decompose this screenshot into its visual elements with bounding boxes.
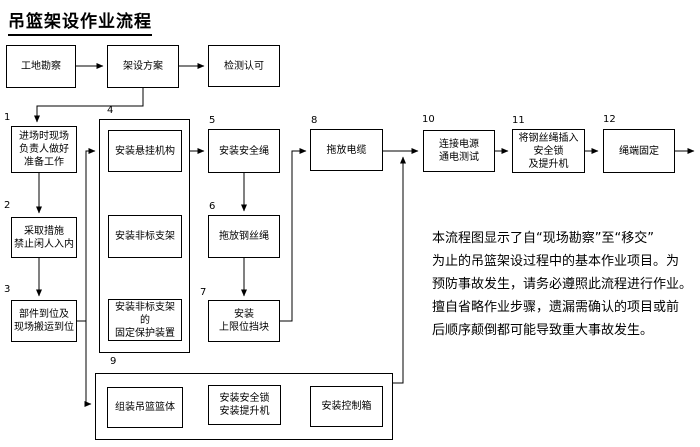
node-install-suspension-mechanism: 安装悬挂机构: [108, 130, 182, 172]
node-label: 安装控制箱: [321, 401, 372, 412]
node-fix-rope-end: 绳端固定: [603, 129, 675, 173]
node-step3-parts-in-place: 部件到位及 现场搬运到位: [11, 300, 77, 342]
node-insert-wire-rope: 将钢丝绳插入 安全锁 及提升机: [512, 129, 585, 173]
node-label: 安装悬挂机构: [115, 145, 175, 157]
note-paragraph: 本流程图显示了自“现场勘察”至“移交” 为止的吊篮架设过程中的基本作业项目。为 …: [432, 231, 693, 338]
step-number-4: 4: [107, 105, 114, 116]
node-install-nonstandard-bracket: 安装非标支架: [108, 215, 182, 258]
node-label: 工地勘察: [21, 61, 61, 72]
node-label: 安装安全绳: [219, 145, 269, 157]
node-step1-site-preparation: 进场时现场 负责人做好 准备工作: [11, 126, 77, 173]
node-label: 检测认可: [224, 60, 264, 72]
node-install-bracket-protection: 安装非标支架 的 固定保护装置: [108, 299, 182, 341]
step-number-2: 2: [4, 200, 11, 211]
node-label: 采取措施 禁止闲人入内: [14, 225, 74, 250]
node-assemble-basket-body: 组装吊篮篮体: [107, 387, 183, 428]
page-title: 吊篮架设作业流程: [8, 7, 152, 36]
node-lay-cable: 拖放电缆: [310, 129, 383, 171]
node-install-upper-limit-block: 安装 上限位挡块: [208, 300, 280, 342]
step-number-9: 9: [110, 356, 117, 367]
node-connect-power-test: 连接电源 通电测试: [423, 130, 495, 172]
step-number-3: 3: [4, 284, 11, 295]
step-number-6: 6: [209, 201, 216, 212]
node-install-safety-lock-hoist: 安装安全锁 安装提升机: [208, 385, 281, 425]
step-number-11: 11: [512, 115, 525, 126]
node-label: 架设方案: [123, 61, 163, 72]
node-inspection-approval: 检测认可: [208, 45, 280, 87]
step-number-5: 5: [209, 115, 216, 126]
node-label: 进场时现场 负责人做好 准备工作: [19, 131, 69, 168]
node-label: 拖放钢丝绳: [219, 231, 269, 242]
step-number-1: 1: [4, 112, 11, 123]
node-label: 连接电源 通电测试: [439, 139, 479, 163]
node-step2-restrict-access: 采取措施 禁止闲人入内: [11, 217, 77, 258]
step-number-8: 8: [311, 115, 318, 126]
step-number-12: 12: [603, 114, 616, 125]
node-label: 安装 上限位挡块: [219, 309, 269, 333]
node-install-control-box: 安装控制箱: [310, 386, 383, 427]
node-label: 部件到位及 现场搬运到位: [14, 309, 74, 333]
node-lay-wire-rope: 拖放钢丝绳: [208, 215, 280, 258]
node-erection-plan: 架设方案: [107, 45, 179, 88]
step-number-10: 10: [422, 114, 435, 125]
node-label: 安装非标支架: [115, 231, 175, 242]
node-label: 安装安全锁 安装提升机: [219, 393, 270, 417]
node-site-survey: 工地勘察: [6, 45, 76, 88]
node-label: 将钢丝绳插入 安全锁 及提升机: [518, 132, 579, 170]
node-label: 安装非标支架 的 固定保护装置: [115, 301, 175, 339]
node-label: 拖放电缆: [326, 144, 367, 156]
node-install-safety-rope: 安装安全绳: [208, 129, 280, 173]
step-number-7: 7: [200, 287, 207, 298]
node-label: 绳端固定: [619, 145, 659, 157]
node-label: 组装吊篮篮体: [115, 402, 175, 413]
